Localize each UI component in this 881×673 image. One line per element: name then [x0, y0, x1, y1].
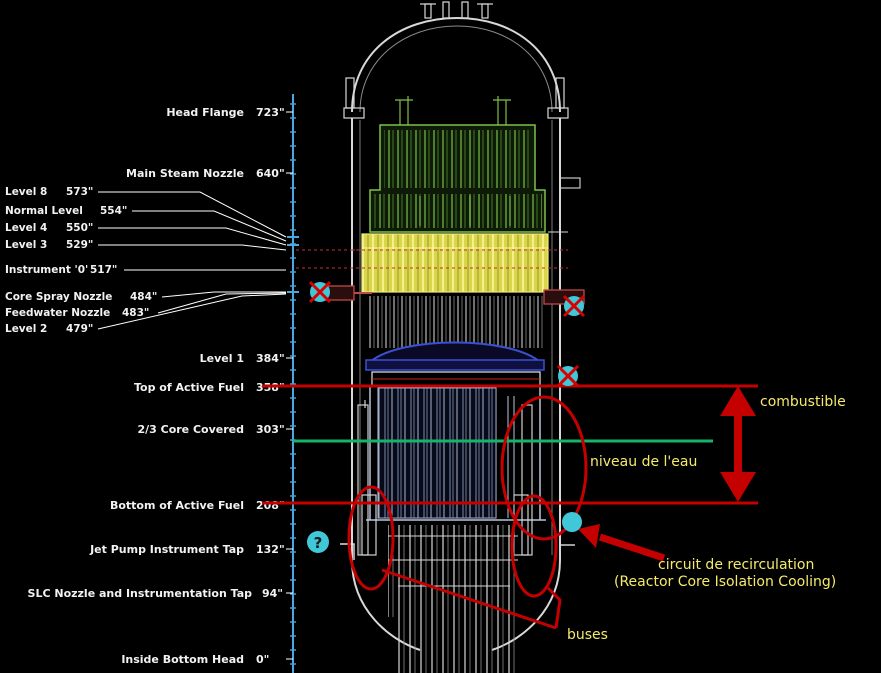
level-label-main-steam-nozzle: Main Steam Nozzle	[126, 167, 244, 180]
levels-left: Level 8 573" Normal Level 554" Level 4 5…	[5, 186, 287, 335]
level-value-head-flange: 723"	[256, 106, 285, 119]
level-label-level-1: Level 1	[200, 352, 244, 365]
level-label-slc-nozzle: SLC Nozzle and Instrumentation Tap	[28, 587, 253, 600]
highlight-right-jet-pump	[500, 395, 588, 541]
level-label-level-8: Level 8	[5, 186, 47, 198]
level-value-normal-level: 554"	[100, 205, 127, 217]
leader-buses	[381, 568, 562, 630]
annotation-combustible: combustible	[760, 394, 846, 410]
level-label-head-flange: Head Flange	[166, 106, 244, 119]
question-mark-text: ?	[314, 534, 323, 552]
level-label-normal-level: Normal Level	[5, 205, 83, 217]
head-flange	[343, 77, 569, 119]
vessel-head	[351, 16, 561, 113]
level-value-core-spray-nozzle: 484"	[130, 291, 157, 303]
recirculation-line	[340, 543, 575, 560]
standpipes	[368, 296, 544, 348]
level-label-top-of-active-fuel: Top of Active Fuel	[134, 381, 244, 394]
fuel-height-arrow	[720, 386, 756, 502]
level-value-inside-bottom-head: 0"	[256, 653, 269, 666]
jet-pump-left	[357, 400, 377, 556]
level-value-level-4: 550"	[66, 222, 93, 234]
control-rod-guide-tubes	[388, 525, 518, 617]
leader-lines	[97, 191, 287, 330]
highlight-recirc-inlet	[510, 494, 558, 598]
level-label-jet-pump-instrument-tap: Jet Pump Instrument Tap	[89, 543, 244, 556]
level-value-level-3: 529"	[66, 239, 93, 251]
level-value-feedwater-nozzle: 483"	[122, 307, 149, 319]
level-value-slc-nozzle: 94"	[262, 587, 283, 600]
level-value-level-1: 384"	[256, 352, 285, 365]
level-value-level-2: 479"	[66, 323, 93, 335]
question-marker: ?	[307, 531, 329, 553]
annotation-recirc-line-2: (Reactor Core Isolation Cooling)	[614, 574, 836, 590]
blocked-steam-marker	[556, 364, 580, 388]
blocked-core-spray-marker	[308, 280, 332, 304]
head-nozzles	[420, 1, 493, 19]
shroud-head	[367, 341, 543, 363]
level-value-jet-pump-instrument-tap: 132"	[256, 543, 285, 556]
recirc-arrow	[578, 524, 666, 562]
level-label-inside-bottom-head: Inside Bottom Head	[121, 653, 244, 666]
ruler-major-marks	[287, 236, 299, 293]
annotation-recirc-line-1: circuit de recirculation	[658, 557, 814, 573]
level-value-bottom-of-active-fuel: 208"	[256, 499, 285, 512]
blocked-nozzle-markers	[308, 280, 586, 532]
level-label-two-thirds-core-covered: 2/3 Core Covered	[137, 423, 244, 436]
annotation-overlays: ?	[262, 280, 758, 630]
level-value-main-steam-nozzle: 640"	[256, 167, 285, 180]
annotation-text: combustible niveau de l'eau circuit de r…	[567, 394, 846, 643]
level-label-instrument-zero: Instrument '0'	[5, 264, 88, 276]
level-label-level-2: Level 2	[5, 323, 47, 335]
level-value-instrument-zero: 517"	[90, 264, 117, 276]
highlight-ellipses	[347, 395, 588, 598]
level-label-level-3: Level 3	[5, 239, 47, 251]
main-steam-nozzle	[559, 177, 581, 189]
control-rod-drive-housings	[396, 617, 516, 673]
steam-dryer	[369, 96, 546, 233]
level-value-two-thirds-core-covered: 303"	[256, 423, 285, 436]
blocked-feedwater-marker	[562, 294, 586, 318]
level-label-bottom-of-active-fuel: Bottom of Active Fuel	[110, 499, 244, 512]
level-label-feedwater-nozzle: Feedwater Nozzle	[5, 307, 110, 319]
reactor-vessel	[296, 1, 585, 673]
core-fuel-assemblies	[377, 387, 497, 519]
annotation-niveau-de-l-eau: niveau de l'eau	[590, 454, 697, 470]
recirc-marker	[562, 512, 582, 532]
highlight-left-jet-pump	[347, 485, 395, 591]
level-value-level-8: 573"	[66, 186, 93, 198]
level-label-level-4: Level 4	[5, 222, 47, 234]
steam-separators	[361, 233, 549, 293]
annotation-buses: buses	[567, 627, 608, 643]
level-label-core-spray-nozzle: Core Spray Nozzle	[5, 291, 112, 303]
measurement-ruler	[287, 94, 299, 673]
